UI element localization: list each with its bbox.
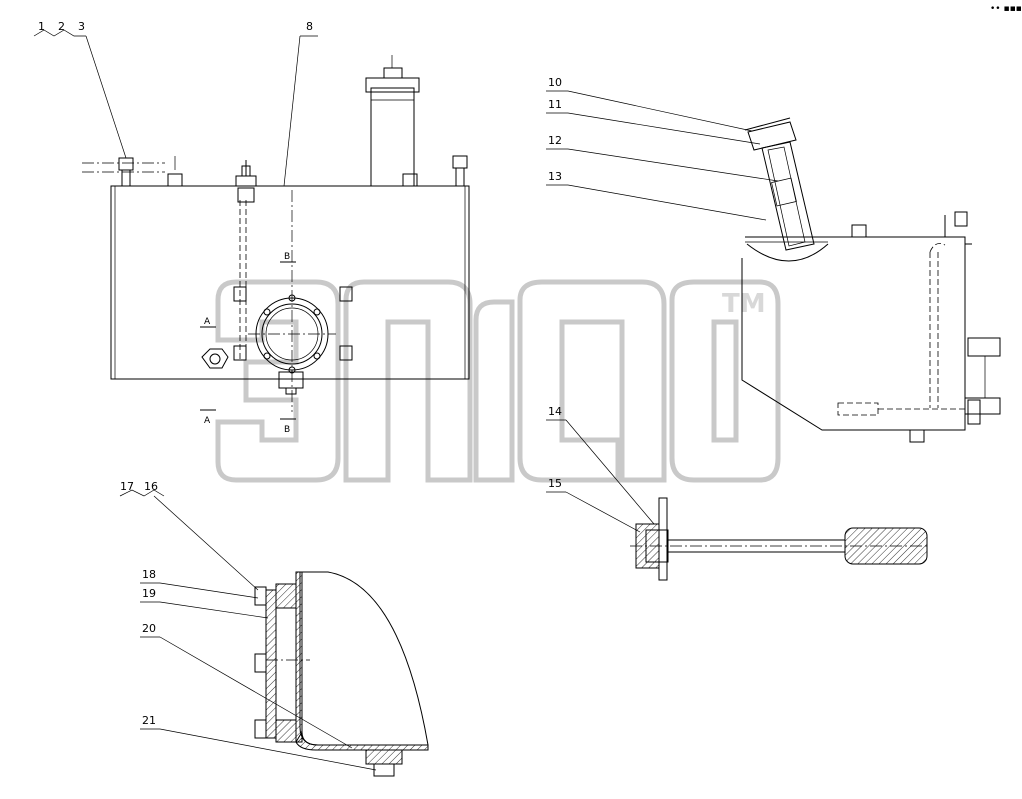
corner-mark: •• ▪▪▪ [990, 4, 1022, 14]
callout-18: 18 [142, 568, 156, 581]
section-detail [254, 571, 429, 777]
callout-1: 1 [38, 20, 45, 33]
callout-labels: 1 2 3 8 10 11 12 13 14 15 16 17 18 19 20… [38, 20, 562, 727]
leader-lines [33, 29, 779, 771]
callout-2: 2 [58, 20, 65, 33]
trademark-label: TM [722, 289, 766, 319]
callout-19: 19 [142, 587, 156, 600]
section-b-top: B [284, 252, 290, 262]
tank-front-view: A A B B [82, 55, 470, 435]
callout-15: 15 [548, 477, 562, 490]
callout-13: 13 [548, 170, 562, 183]
callout-10: 10 [548, 76, 562, 89]
callout-3: 3 [78, 20, 85, 33]
level-gauge-detail [630, 497, 930, 581]
callout-12: 12 [548, 134, 562, 147]
callout-8: 8 [306, 20, 313, 33]
section-a-bottom: A [204, 416, 211, 426]
section-a-top: A [204, 317, 211, 327]
callout-17: 17 [120, 480, 134, 493]
tank-side-view [741, 117, 1001, 443]
section-b-bottom: B [284, 425, 290, 435]
callout-20: 20 [142, 622, 156, 635]
callout-21: 21 [142, 714, 156, 727]
callout-16: 16 [144, 480, 158, 493]
callout-11: 11 [548, 98, 562, 111]
watermark: TM [215, 279, 781, 483]
callout-14: 14 [548, 405, 562, 418]
